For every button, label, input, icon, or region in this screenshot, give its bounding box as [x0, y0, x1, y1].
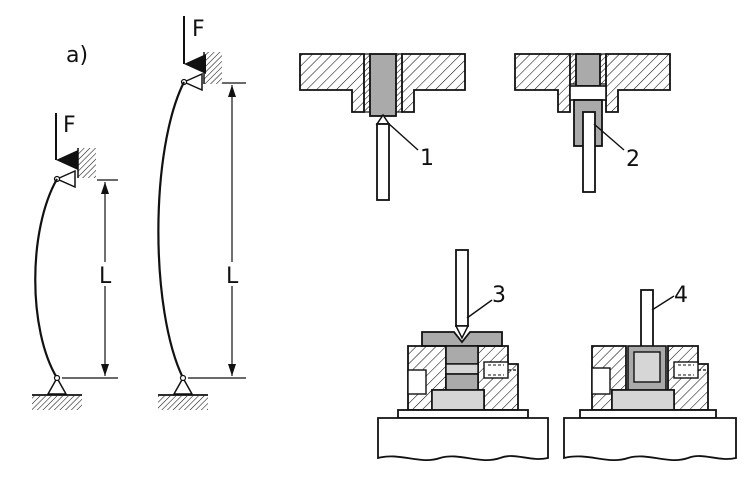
pin-2 — [582, 111, 596, 193]
ground-short — [32, 396, 82, 410]
fixture-4: 4 — [563, 283, 737, 462]
fixture-3: 3 — [377, 249, 549, 462]
fixture-1: 1 — [299, 53, 466, 201]
force-label-short: F — [63, 113, 76, 138]
base-3 — [377, 417, 549, 462]
pin-1 — [376, 123, 390, 201]
bottom-pin-long — [172, 376, 194, 395]
base-4 — [563, 417, 737, 462]
fixture-2: 2 — [514, 53, 671, 193]
top-wall-long — [204, 52, 222, 84]
specimen-3 — [445, 345, 479, 365]
callout-1: 1 — [420, 146, 434, 171]
specimen-1 — [369, 53, 397, 117]
callout-4: 4 — [674, 283, 688, 308]
length-label-long: L — [226, 264, 239, 289]
top-pin-short — [55, 169, 76, 189]
column-long: F L — [157, 16, 246, 410]
callout-3: 3 — [492, 283, 506, 308]
buckled-column-short — [34, 178, 58, 379]
top-wall-short — [78, 148, 96, 178]
part-label: a) — [66, 43, 88, 68]
bottom-pin-short — [46, 376, 68, 395]
specimen-2-upper — [575, 53, 601, 87]
callout-2: 2 — [626, 147, 640, 172]
punch-3 — [455, 249, 469, 327]
ground-long — [158, 396, 208, 410]
buckled-column-long — [157, 81, 185, 379]
force-label-long: F — [192, 17, 205, 42]
column-short: a) F L — [32, 43, 118, 410]
length-label-short: L — [99, 264, 112, 289]
top-pin-long — [182, 72, 203, 92]
